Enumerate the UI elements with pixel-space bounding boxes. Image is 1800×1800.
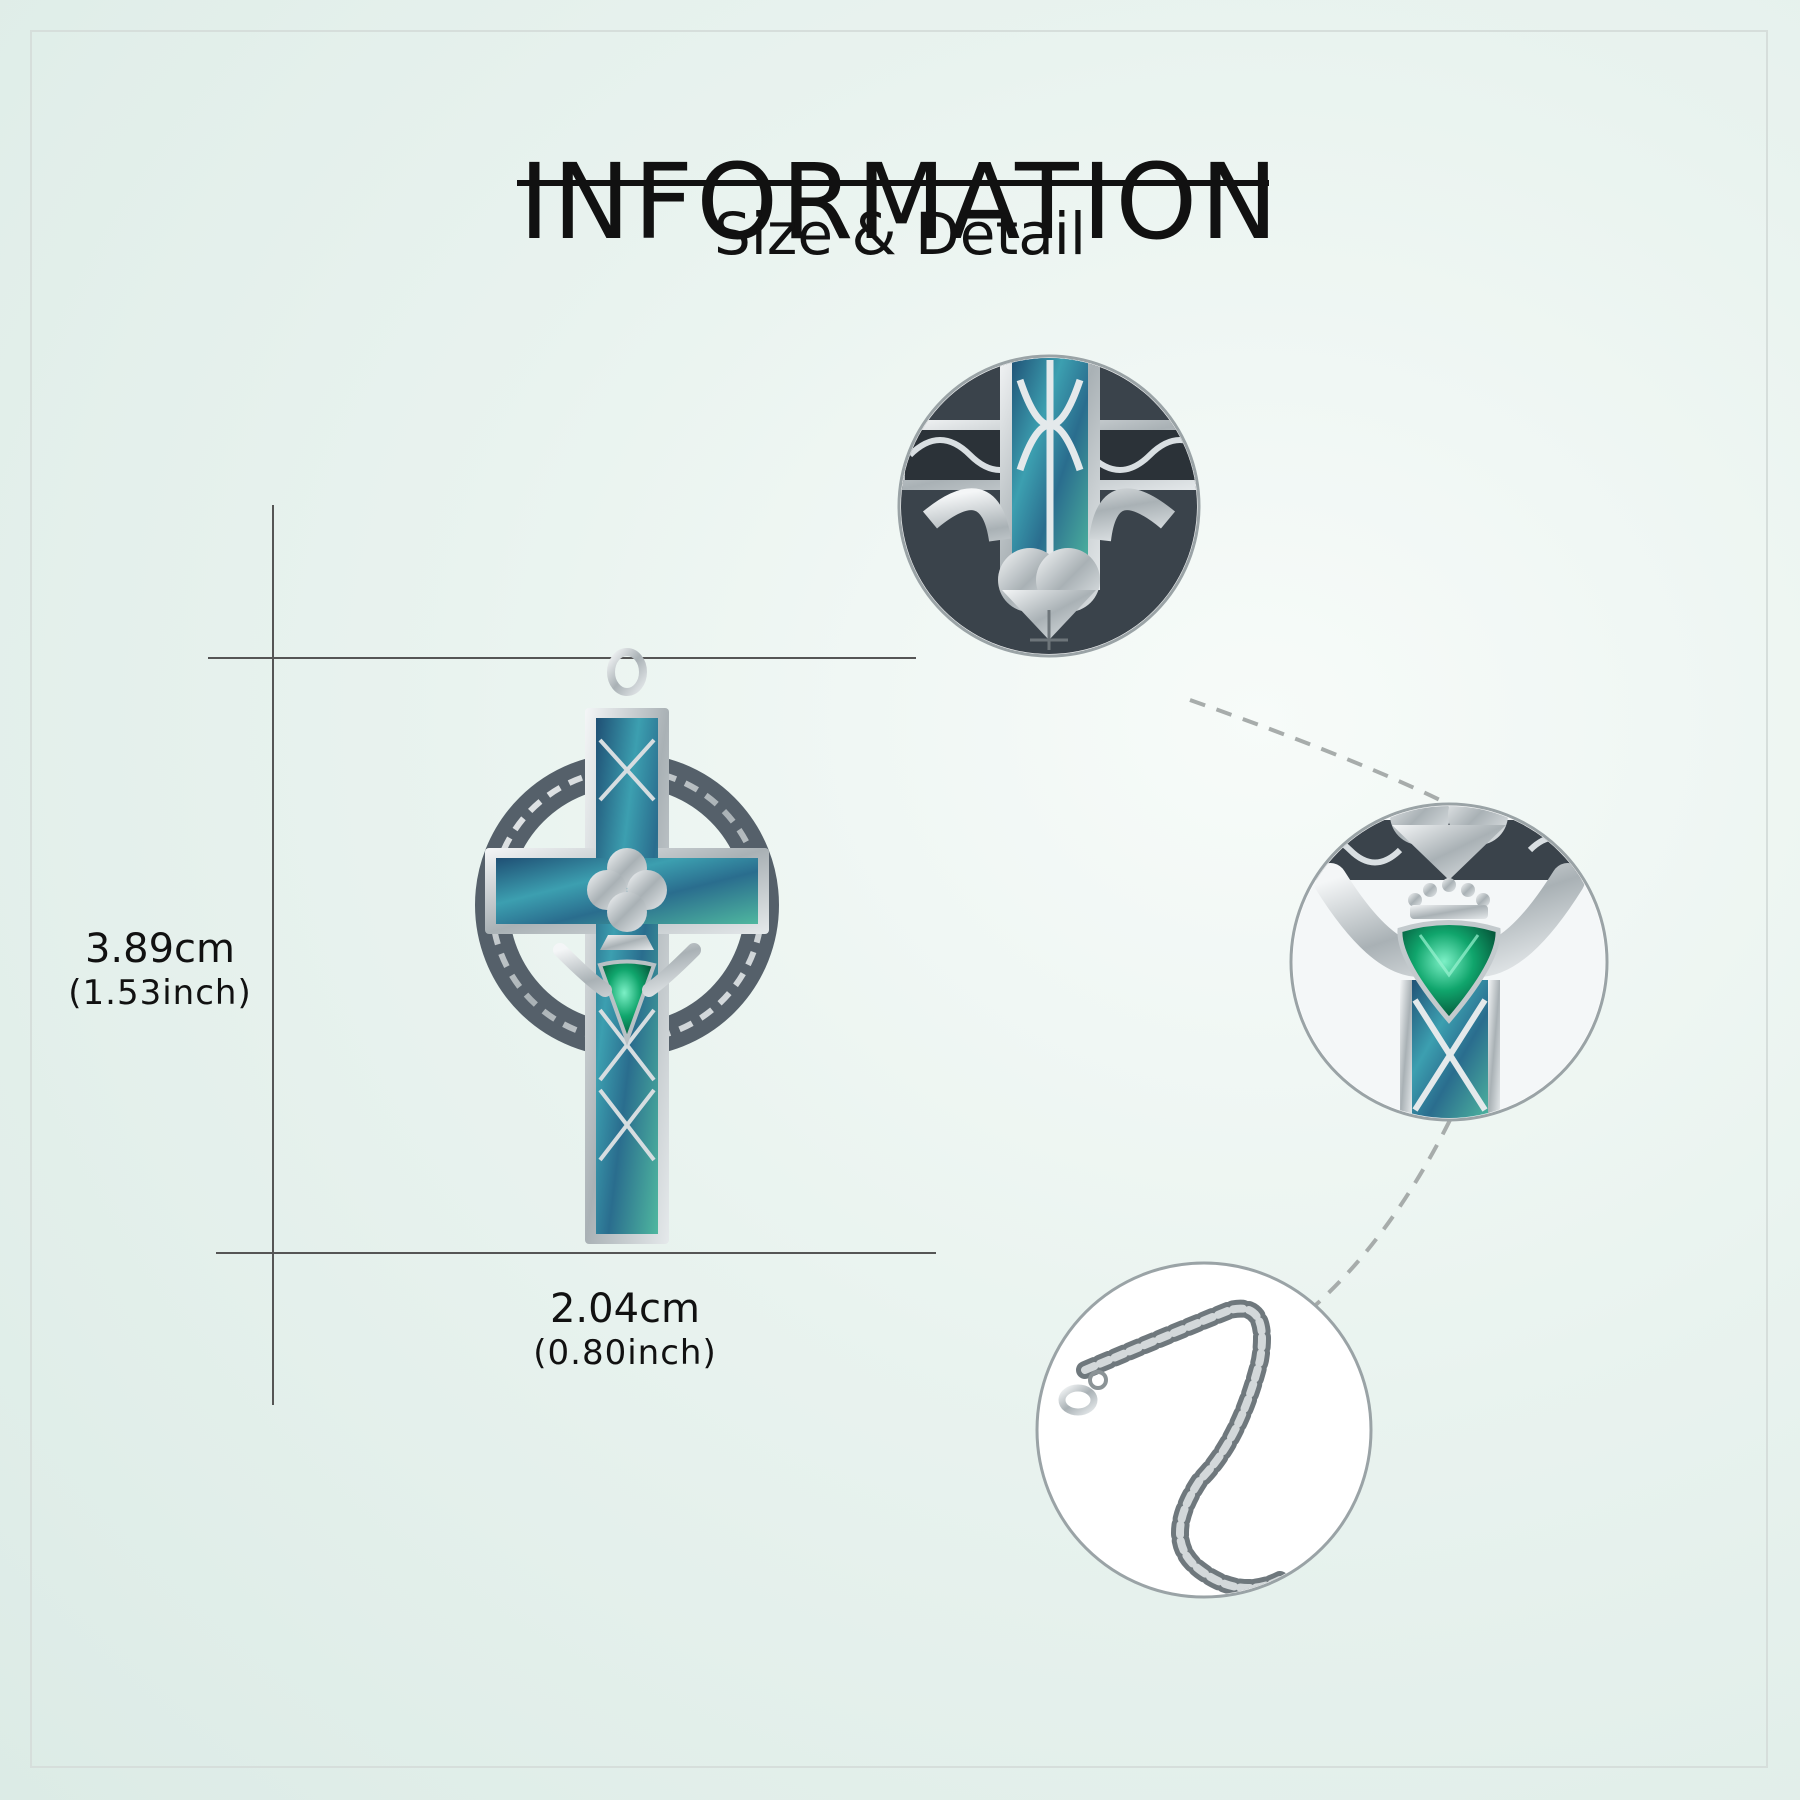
lobster-clasp (1058, 1384, 1098, 1416)
detail-circle-chain (1035, 1261, 1373, 1599)
detail-circle-middle (1289, 802, 1609, 1122)
detail-circle-top (897, 354, 1201, 658)
page-title: INFORMATION (518, 140, 1282, 263)
title-underline (517, 180, 1269, 186)
width-label: 2.04cm (0.80inch) (510, 1285, 740, 1374)
crown-detail (600, 935, 654, 950)
top-guide-line (208, 657, 916, 659)
claddagh-hands (553, 943, 701, 997)
height-guide-line (272, 505, 274, 1405)
page-frame (30, 30, 1768, 1768)
emerald-heart-stone (597, 959, 657, 1046)
crown-beads (1408, 878, 1490, 919)
height-metric: 3.89cm (84, 926, 236, 972)
width-metric: 2.04cm (549, 1286, 701, 1332)
shamrock-center (587, 848, 667, 932)
bail-ring (607, 648, 647, 696)
height-label: 3.89cm (1.53inch) (50, 925, 270, 1014)
celtic-cross-pendant (475, 648, 779, 1244)
width-imperial: (0.80inch) (533, 1333, 717, 1373)
height-imperial: (1.53inch) (68, 973, 252, 1013)
page-subtitle: Size & Detail (713, 200, 1086, 268)
connector-dashed-arc (1189, 698, 1452, 1312)
bottom-guide-line (216, 1252, 936, 1254)
